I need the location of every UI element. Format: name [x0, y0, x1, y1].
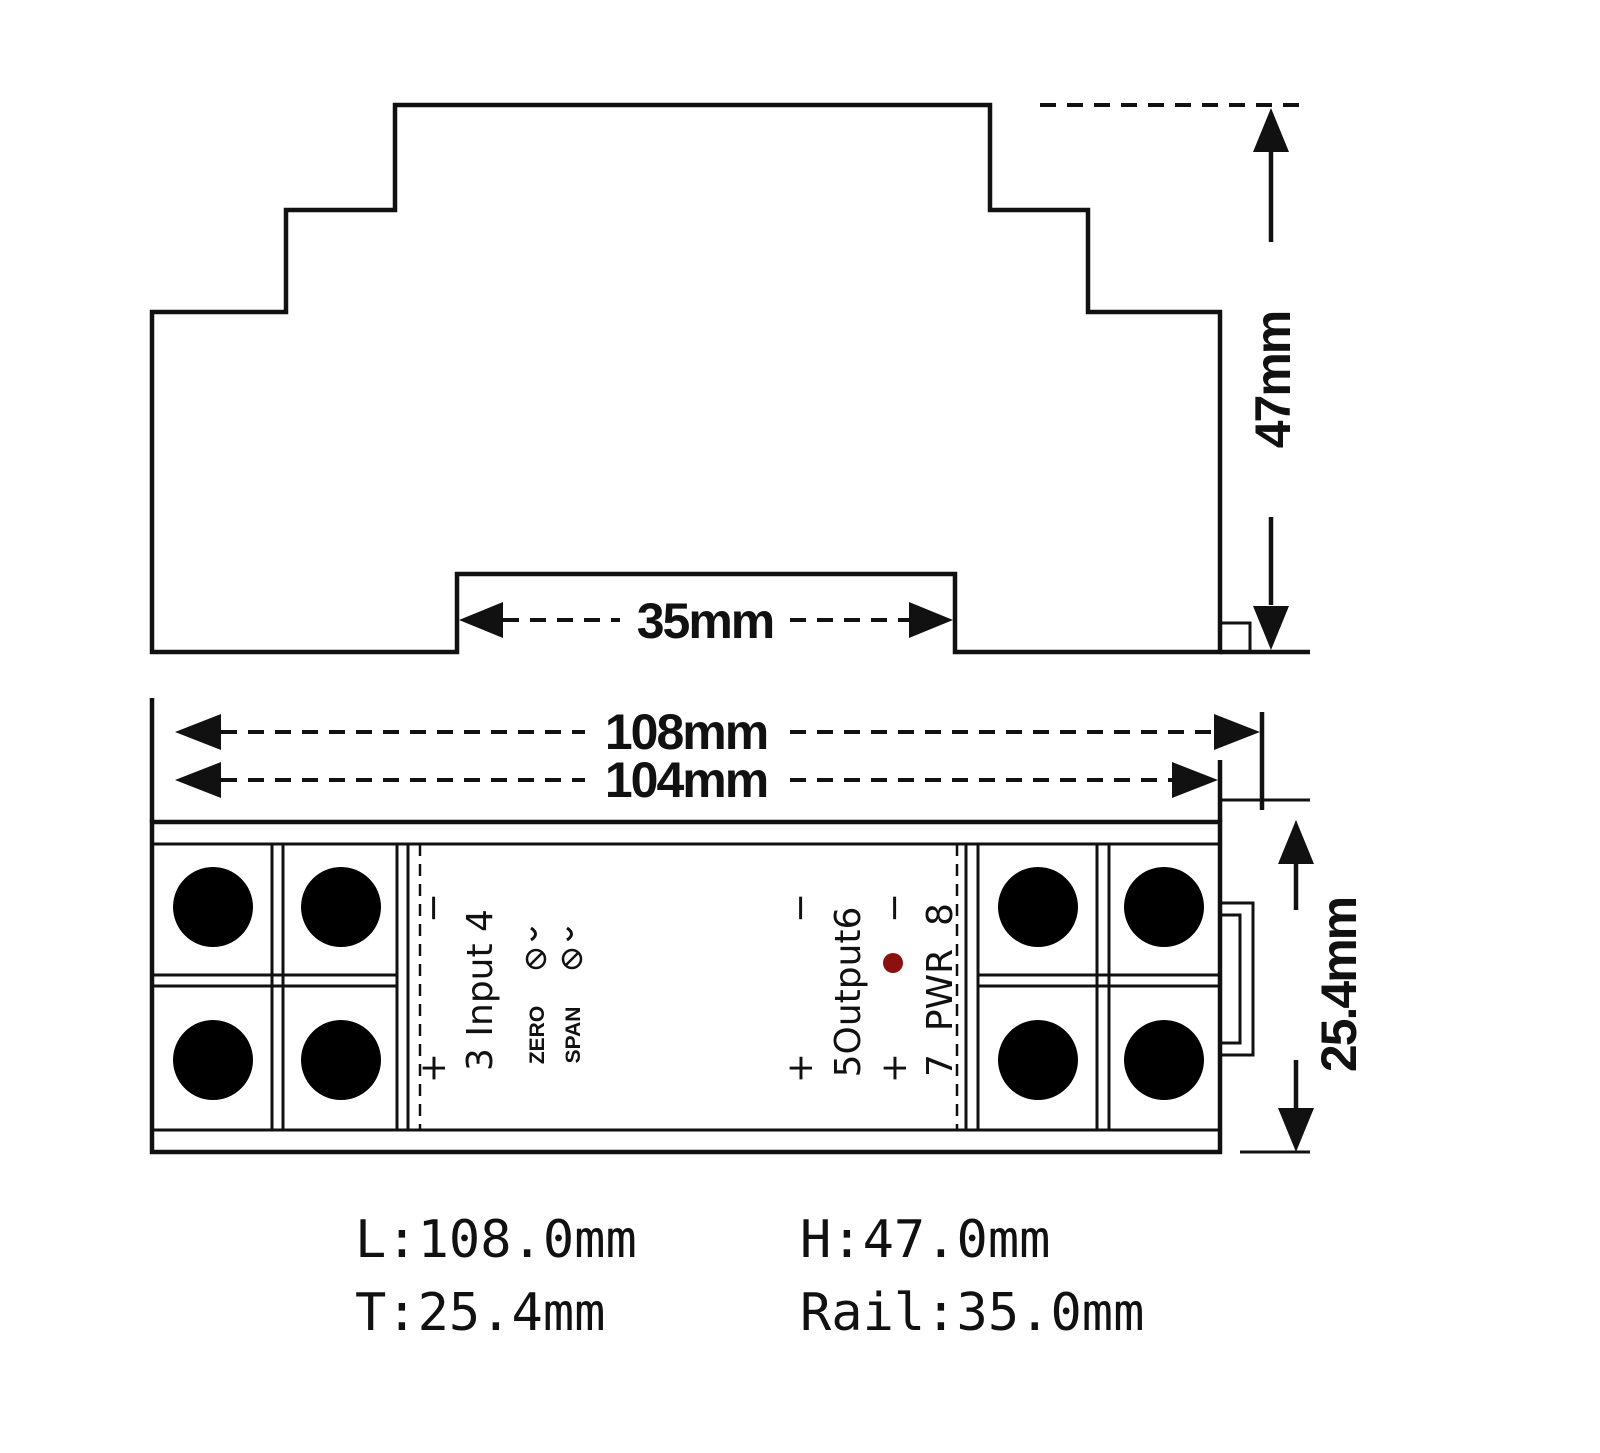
- terminal-screw-5: [998, 867, 1078, 947]
- pwr-plus: +: [874, 1053, 915, 1083]
- pwr-label: 7 PWR 8: [920, 903, 961, 1077]
- thickness-dimension: 25.4mm: [1220, 798, 1367, 1154]
- spec-thickness: T:25.4mm: [355, 1283, 605, 1343]
- inner-length-label: 104mm: [605, 752, 767, 808]
- thickness-label: 25.4mm: [1311, 898, 1367, 1072]
- rail-clip: [1218, 621, 1252, 654]
- rail-latch: [1220, 901, 1255, 1057]
- side-view: 47mm 35mm: [149, 102, 1310, 655]
- power-led: [883, 953, 903, 973]
- top-view: − + 3 Input 4 ZERO SPAN − + 5Output6 − +…: [149, 798, 1367, 1155]
- output-minus: −: [780, 893, 821, 923]
- height-dimension: 47mm: [1040, 103, 1310, 650]
- spec-height: H:47.0mm: [800, 1210, 1050, 1270]
- input-plus: +: [413, 1053, 454, 1083]
- zero-label: ZERO: [526, 1006, 549, 1064]
- input-minus: −: [413, 893, 454, 923]
- spec-length: L:108.0mm: [355, 1210, 637, 1270]
- spec-rail: Rail:35.0mm: [800, 1283, 1144, 1343]
- terminal-screw-2: [294, 860, 388, 954]
- terminal-screw-7: [998, 1020, 1078, 1100]
- terminal-screw-6: [1117, 860, 1211, 954]
- rail-dimension: 35mm: [459, 593, 953, 649]
- span-label: SPAN: [562, 1007, 585, 1064]
- rail-label: 35mm: [637, 593, 774, 649]
- input-label: 3 Input 4: [460, 909, 501, 1071]
- terminal-screw-8: [1117, 1013, 1211, 1107]
- output-label: 5Output6: [828, 907, 869, 1078]
- right-terminal-block: [955, 844, 1220, 1130]
- left-terminal-block: [152, 844, 422, 1130]
- output-plus: +: [780, 1053, 821, 1083]
- spec-table: L:108.0mm H:47.0mm T:25.4mm Rail:35.0mm: [355, 1210, 1144, 1343]
- pwr-minus: −: [874, 893, 915, 923]
- terminal-screw-1: [173, 867, 253, 947]
- length-dimensions: 108mm 104mm: [149, 698, 1265, 822]
- length-label: 108mm: [605, 704, 767, 760]
- terminal-screw-4: [294, 1013, 388, 1107]
- span-potentiometer: SPAN: [561, 926, 585, 1064]
- zero-potentiometer: ZERO: [525, 926, 549, 1064]
- terminal-screw-3: [173, 1020, 253, 1100]
- housing-side-outline: [149, 102, 1223, 655]
- height-label: 47mm: [1245, 312, 1301, 449]
